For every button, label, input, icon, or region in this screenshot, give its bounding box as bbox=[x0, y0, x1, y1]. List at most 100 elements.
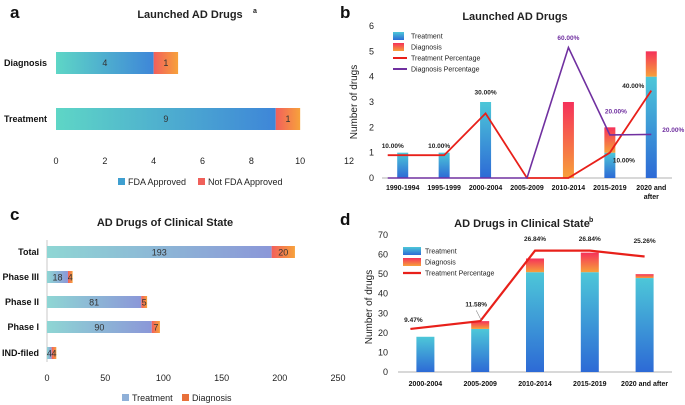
x-tick-label: 150 bbox=[214, 373, 229, 383]
bar-segment bbox=[153, 52, 179, 74]
category-label: 2010-2014 bbox=[552, 185, 586, 192]
y-tick-label: 70 bbox=[378, 230, 388, 240]
x-tick-label: 200 bbox=[272, 373, 287, 383]
x-tick-label: 6 bbox=[200, 156, 205, 166]
y-tick-label: 5 bbox=[369, 46, 374, 56]
y-tick-label: 1 bbox=[369, 148, 374, 158]
panel-a-chart: Launched AD Drugs a Diagnosis 4 1 Treatment… bbox=[4, 8, 354, 187]
category-label: 2000-2004 bbox=[469, 185, 503, 192]
percentage-label: 9.47% bbox=[404, 317, 423, 324]
bar-segment bbox=[47, 271, 68, 283]
data-label: 81 bbox=[89, 298, 99, 308]
bar-segment bbox=[480, 102, 492, 178]
bar-segment bbox=[604, 127, 616, 153]
x-tick-label: 0 bbox=[53, 156, 58, 166]
category-label: after bbox=[644, 194, 659, 201]
panel-d-title: AD Drugs in Clinical State bbox=[454, 218, 590, 230]
y-tick-label: 10 bbox=[378, 347, 388, 357]
legend-swatch bbox=[403, 247, 421, 255]
y-tick-label: 2 bbox=[369, 122, 374, 132]
legend-label: Treatment Percentage bbox=[411, 56, 480, 63]
data-label: 90 bbox=[94, 323, 104, 333]
bar-segment bbox=[47, 321, 152, 333]
percentage-label: 10.00% bbox=[428, 143, 450, 150]
data-label: 4 bbox=[51, 349, 56, 359]
bar-segment bbox=[580, 252, 599, 273]
legend-swatch bbox=[122, 394, 129, 401]
category-label: Diagnosis bbox=[4, 58, 47, 68]
y-tick-label: 40 bbox=[378, 289, 388, 299]
category-label: 2015-2019 bbox=[593, 185, 627, 192]
bar-segment bbox=[526, 258, 544, 273]
percentage-label: 40.00% bbox=[622, 83, 644, 90]
legend-swatch bbox=[403, 258, 421, 266]
legend-label: Diagnosis bbox=[192, 393, 232, 403]
bar-segment bbox=[56, 52, 154, 74]
category-label: 2010-2014 bbox=[518, 381, 552, 388]
category-label: Phase I bbox=[7, 322, 39, 332]
y-tick-label: 0 bbox=[383, 367, 388, 377]
data-label: 193 bbox=[152, 248, 167, 258]
panel-a-title: Launched AD Drugs bbox=[137, 9, 242, 21]
category-label: 2015-2019 bbox=[573, 381, 607, 388]
legend-label: Treatment bbox=[425, 249, 457, 256]
bar-segment bbox=[271, 246, 295, 258]
legend-swatch bbox=[393, 32, 404, 40]
bar-segment bbox=[47, 296, 142, 308]
data-label: 4 bbox=[47, 349, 52, 359]
bar-segment bbox=[56, 108, 276, 130]
data-label: 18 bbox=[52, 273, 62, 283]
x-tick-label: 4 bbox=[151, 156, 156, 166]
x-tick-label: 250 bbox=[330, 373, 345, 383]
category-label: IND-filed bbox=[2, 348, 39, 358]
percentage-label: 11.58% bbox=[465, 301, 487, 308]
category-label: 2020 and bbox=[636, 185, 666, 192]
percentage-label: 10.00% bbox=[613, 157, 635, 164]
bar-segment bbox=[51, 347, 57, 359]
panel-letter-b: b bbox=[340, 3, 350, 22]
panel-a-title-sup: a bbox=[253, 8, 257, 15]
y-tick-label: 30 bbox=[378, 308, 388, 318]
legend-label: Treatment bbox=[132, 393, 173, 403]
percentage-label: 26.84% bbox=[524, 236, 546, 243]
data-label: 4 bbox=[68, 273, 73, 283]
data-label: 7 bbox=[153, 323, 158, 333]
legend-label: FDA Approved bbox=[128, 177, 186, 187]
bar-segment bbox=[47, 246, 272, 258]
legend-swatch bbox=[182, 394, 189, 401]
panel-b-title: Launched AD Drugs bbox=[462, 11, 567, 23]
category-label: 2005-2009 bbox=[510, 185, 544, 192]
category-label: Treatment bbox=[4, 114, 47, 124]
label-leader-line bbox=[475, 310, 482, 321]
y-tick-label: 60 bbox=[378, 250, 388, 260]
legend-label: Treatment bbox=[411, 34, 443, 41]
x-tick-label: 12 bbox=[344, 156, 354, 166]
panel-c-title: AD Drugs of Clinical State bbox=[97, 217, 233, 229]
bar-segment bbox=[67, 271, 73, 283]
bar-segment bbox=[438, 152, 450, 178]
diagnosis-percentage-line bbox=[387, 45, 652, 179]
legend-label: Not FDA Approved bbox=[208, 177, 283, 187]
bar-segment bbox=[526, 272, 544, 372]
category-label: 2000-2004 bbox=[409, 381, 443, 388]
panel-letter-d: d bbox=[340, 210, 350, 229]
bar-segment bbox=[645, 51, 657, 77]
bar-segment bbox=[397, 152, 409, 178]
y-tick-label: 50 bbox=[378, 269, 388, 279]
data-label: 1 bbox=[285, 114, 290, 124]
legend-swatch bbox=[118, 178, 125, 185]
y-tick-label: 6 bbox=[369, 21, 374, 31]
panel-d-chart: AD Drugs in Clinical State b 01020304050… bbox=[364, 217, 672, 388]
bar-segment bbox=[471, 321, 490, 329]
bar-segment bbox=[275, 108, 301, 130]
legend-swatch bbox=[393, 43, 404, 51]
data-label: 5 bbox=[142, 298, 147, 308]
bar-segment bbox=[471, 328, 490, 372]
y-tick-label: 4 bbox=[369, 72, 374, 82]
category-label: 2020 and after bbox=[621, 381, 668, 388]
y-axis-label: Number of drugs bbox=[364, 270, 375, 344]
y-axis-label: Number of drugs bbox=[349, 65, 360, 139]
percentage-label: 20.00% bbox=[605, 108, 627, 115]
